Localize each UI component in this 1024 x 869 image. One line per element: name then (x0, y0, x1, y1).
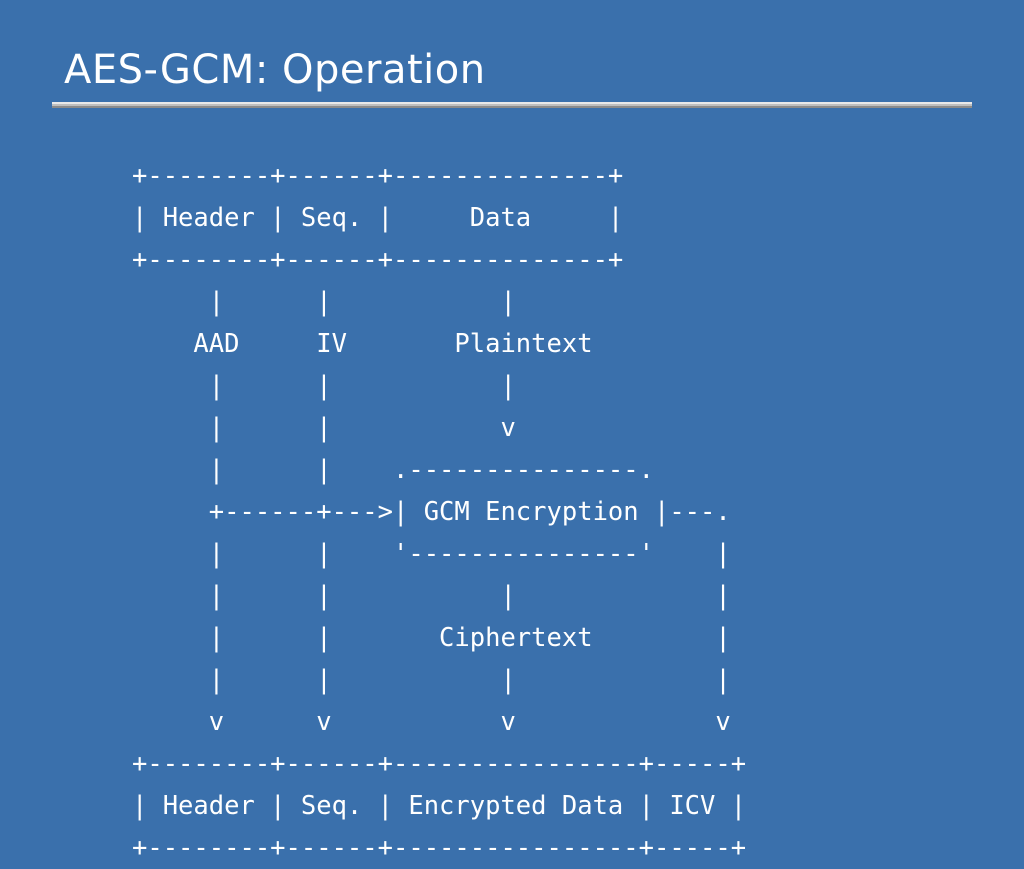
aes-gcm-ascii-diagram: +--------+------+--------------+ | Heade… (132, 161, 747, 863)
slide-canvas: AES-GCM: Operation +--------+------+----… (0, 44, 1024, 863)
page-title: AES-GCM: Operation (64, 47, 486, 93)
title-divider (52, 102, 972, 108)
title-block: AES-GCM: Operation (0, 44, 1024, 114)
